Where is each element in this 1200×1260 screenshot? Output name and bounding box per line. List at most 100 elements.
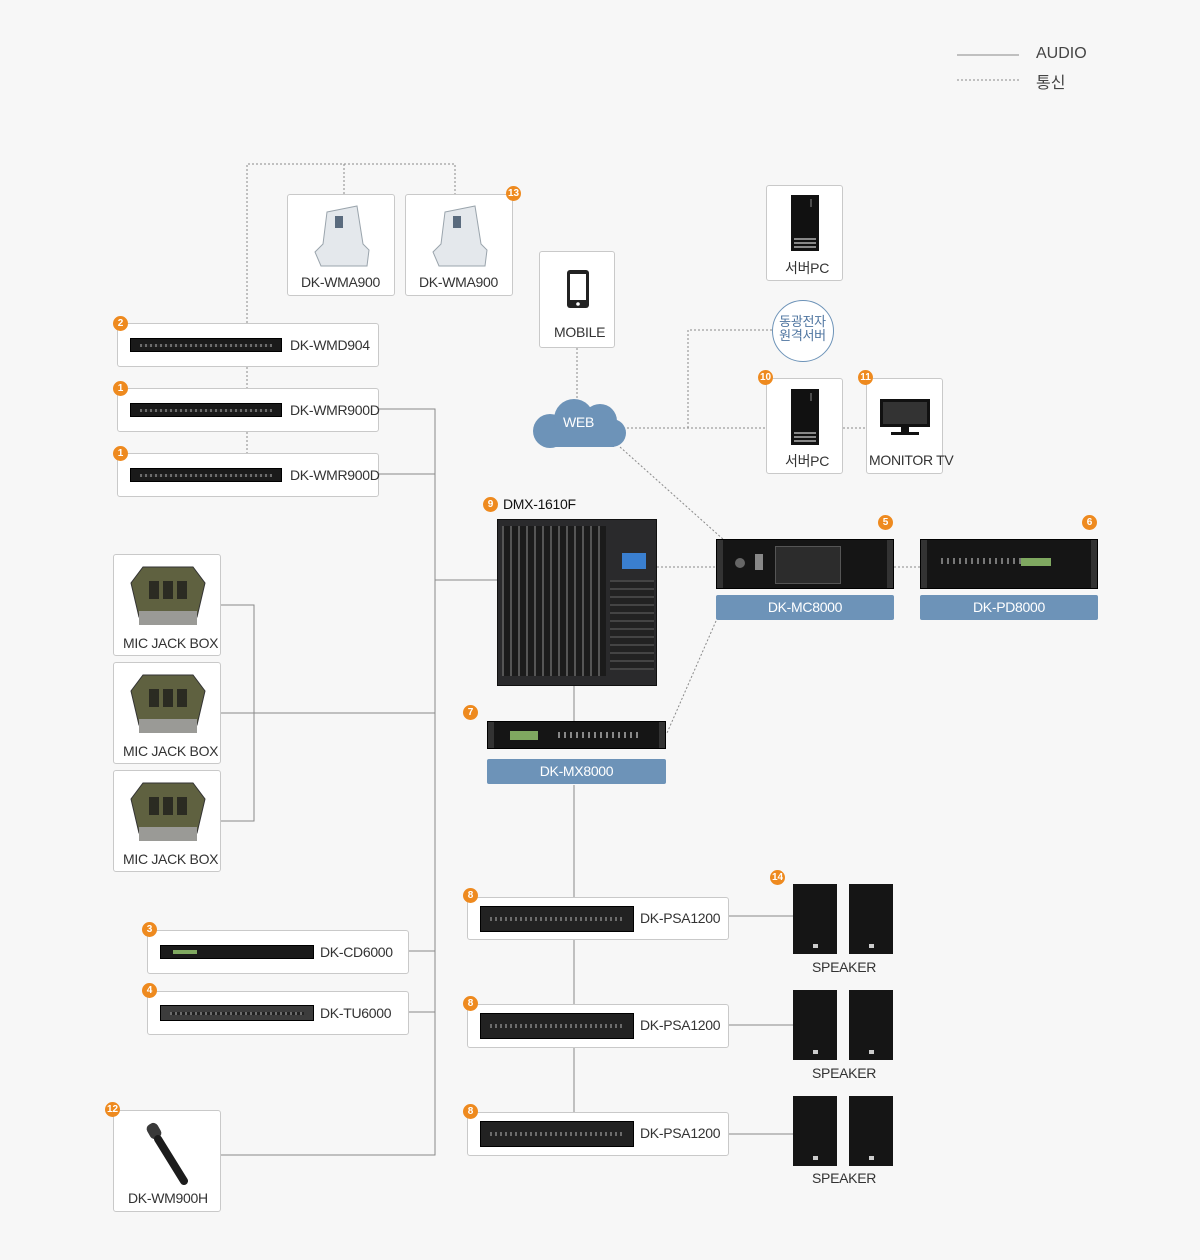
tu-rack-image xyxy=(160,1005,314,1021)
badge-7: 7 xyxy=(463,705,478,720)
legend-comm: 통신 xyxy=(1036,75,1066,92)
speaker-icon xyxy=(793,1096,893,1166)
badge-8-1: 8 xyxy=(463,888,478,903)
psa-1-card: DK-PSA1200 xyxy=(467,897,729,940)
badge-11: 11 xyxy=(858,370,873,385)
wma-right-label: DK-WMA900 xyxy=(419,274,498,290)
monitor-tv-label: MONITOR TV xyxy=(869,452,954,468)
badge-10: 10 xyxy=(758,370,773,385)
mixer-display xyxy=(622,553,646,569)
psa-2-label: DK-PSA1200 xyxy=(640,1017,721,1033)
web-label: WEB xyxy=(563,414,594,430)
antenna-image xyxy=(314,205,370,267)
mx-rack-image xyxy=(487,721,666,749)
mc-rack-image xyxy=(716,539,894,589)
badge-6: 6 xyxy=(1082,515,1097,530)
mc-screen xyxy=(775,546,841,584)
antenna-image xyxy=(432,205,488,267)
speaker-pair-3 xyxy=(793,1096,893,1168)
mixer-label: DMX-1610F xyxy=(503,496,576,512)
mic-jack-box-3: MIC JACK BOX xyxy=(113,770,221,872)
psa-2-card: DK-PSA1200 xyxy=(467,1004,729,1048)
server-tower-icon xyxy=(791,389,819,445)
mx-label: DK-MX8000 xyxy=(487,759,666,784)
mic-jack-3-label: MIC JACK BOX xyxy=(123,851,219,867)
mobile-phone-icon xyxy=(567,270,589,308)
mobile-card: MOBILE xyxy=(539,251,615,348)
jack-box-image xyxy=(130,566,206,625)
tu-card: DK-TU6000 xyxy=(147,991,409,1035)
speaker-1-label: SPEAKER xyxy=(812,959,877,975)
wmr-bottom-card: DK-WMR900D xyxy=(117,453,380,497)
tu-label: DK-TU6000 xyxy=(320,1005,392,1021)
mic-jack-box-2: MIC JACK BOX xyxy=(113,662,221,764)
server-pc-top-label: 서버PC xyxy=(785,260,830,276)
wmd-label: DK-WMD904 xyxy=(290,337,370,353)
pd-label: DK-PD8000 xyxy=(920,595,1098,620)
speaker-icon xyxy=(793,884,893,954)
wma-left-card: DK-WMA900 xyxy=(287,194,395,296)
server-pc-card: 서버PC xyxy=(766,378,843,474)
badge-1-top: 1 xyxy=(113,381,128,396)
remote-server-label: 동광전자 원격서버 xyxy=(779,314,826,343)
web-cloud: WEB xyxy=(528,397,628,449)
cloud-icon xyxy=(533,399,626,448)
wmr-bottom-label: DK-WMR900D xyxy=(290,467,380,483)
monitor-icon xyxy=(880,399,930,435)
badge-2: 2 xyxy=(113,316,128,331)
wmr-rack-image xyxy=(130,403,282,417)
mic-jack-1-label: MIC JACK BOX xyxy=(123,635,219,651)
badge-12: 12 xyxy=(105,1102,120,1117)
cd-label: DK-CD6000 xyxy=(320,944,393,960)
badge-8-3: 8 xyxy=(463,1104,478,1119)
pd-rack-image xyxy=(920,539,1098,589)
psa-3-card: DK-PSA1200 xyxy=(467,1112,729,1156)
cd-card: DK-CD6000 xyxy=(147,930,409,974)
speaker-pair-2 xyxy=(793,990,893,1062)
mixer-master-section xyxy=(610,580,654,670)
wmr-top-label: DK-WMR900D xyxy=(290,402,380,418)
wmd-rack-image xyxy=(130,338,282,352)
remote-server-node: 동광전자 원격서버 xyxy=(772,300,834,362)
psa-rack-image xyxy=(480,1013,634,1039)
speaker-3-label: SPEAKER xyxy=(812,1170,877,1186)
wmr-top-card: DK-WMR900D xyxy=(117,388,380,432)
wm-handheld-card: DK-WM900H xyxy=(113,1110,221,1212)
badge-3: 3 xyxy=(142,922,157,937)
psa-rack-image xyxy=(480,1121,634,1147)
legend-audio: AUDIO xyxy=(1036,45,1087,62)
handheld-mic-image xyxy=(146,1122,188,1185)
monitor-tv-card: MONITOR TV xyxy=(866,378,954,474)
psa-1-label: DK-PSA1200 xyxy=(640,910,721,926)
jack-box-image xyxy=(130,782,206,841)
speaker-icon xyxy=(793,990,893,1060)
mc-label: DK-MC8000 xyxy=(716,595,894,620)
badge-13: 13 xyxy=(506,186,521,201)
psa-3-label: DK-PSA1200 xyxy=(640,1125,721,1141)
wmr-rack-image xyxy=(130,468,282,482)
jack-box-image xyxy=(130,674,206,733)
speaker-2-label: SPEAKER xyxy=(812,1065,877,1081)
badge-8-2: 8 xyxy=(463,996,478,1011)
badge-1-bottom: 1 xyxy=(113,446,128,461)
mic-jack-box-1: MIC JACK BOX xyxy=(113,554,221,656)
badge-4: 4 xyxy=(142,983,157,998)
wmd-card: DK-WMD904 xyxy=(117,323,379,367)
badge-5: 5 xyxy=(878,515,893,530)
server-tower-icon xyxy=(791,195,819,251)
mixer-image xyxy=(497,519,657,686)
cd-rack-image xyxy=(160,945,314,959)
wm-handheld-label: DK-WM900H xyxy=(128,1190,208,1206)
speaker-pair-1 xyxy=(793,884,893,956)
mixer-channel-strips xyxy=(502,526,606,676)
server-pc-label: 서버PC xyxy=(785,453,830,469)
psa-rack-image xyxy=(480,906,634,932)
mobile-label: MOBILE xyxy=(554,324,606,340)
badge-9: 9 xyxy=(483,497,498,512)
mic-jack-2-label: MIC JACK BOX xyxy=(123,743,219,759)
wma-left-label: DK-WMA900 xyxy=(301,274,380,290)
server-pc-top-card: 서버PC xyxy=(766,185,843,281)
badge-14: 14 xyxy=(770,870,785,885)
